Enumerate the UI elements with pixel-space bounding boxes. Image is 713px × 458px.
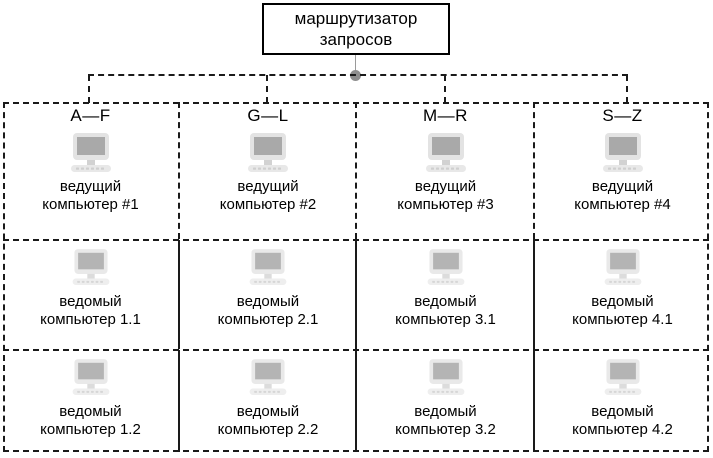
- cluster-cell-master-2: G—L ведущий компьютер #2: [181, 106, 355, 239]
- desktop-computer-icon: [427, 249, 464, 285]
- desktop-computer-icon: [604, 359, 641, 395]
- bus-drop-column-1: [88, 75, 90, 103]
- slave-caption-4-1: ведомый компьютер 4.1: [572, 293, 673, 328]
- cluster-cell-slave-1-1: ведомый компьютер 1.1: [3, 248, 178, 349]
- router-node: маршрутизатор запросов: [262, 3, 450, 55]
- desktop-computer-icon: [425, 133, 466, 172]
- desktop-computer-icon: [604, 249, 641, 285]
- master-caption-3: ведущий компьютер #3: [397, 178, 494, 213]
- cluster-cell-slave-1-2: ведомый компьютер 1.2: [3, 358, 178, 452]
- desktop-computer-icon: [602, 133, 643, 172]
- slave-caption-2-1: ведомый компьютер 2.1: [217, 293, 319, 328]
- col-separator-2-bot: [355, 350, 357, 452]
- desktop-computer-icon: [249, 359, 287, 395]
- master-caption-1: ведущий компьютер #1: [42, 178, 139, 213]
- cluster-cell-slave-4-2: ведомый компьютер 4.2: [536, 358, 709, 452]
- slave-caption-2-2: ведомый компьютер 2.2: [217, 403, 319, 438]
- cluster-cell-slave-3-1: ведомый компьютер 3.1: [358, 248, 533, 349]
- distribution-bus-line: [88, 74, 628, 76]
- col-separator-1-top: [178, 102, 180, 239]
- cluster-cell-slave-2-1: ведомый компьютер 2.1: [181, 248, 355, 349]
- desktop-computer-icon: [70, 133, 111, 172]
- col-separator-1-bot: [178, 350, 180, 452]
- slave-caption-4-2: ведомый компьютер 4.2: [572, 403, 673, 438]
- master-caption-2: ведущий компьютер #2: [219, 178, 317, 213]
- cluster-cell-slave-4-1: ведомый компьютер 4.1: [536, 248, 709, 349]
- desktop-computer-icon: [72, 249, 109, 285]
- cluster-cell-master-3: M—R ведущий компьютер #3: [358, 106, 533, 239]
- desktop-computer-icon: [427, 359, 464, 395]
- cluster-cell-master-4: S—Z ведущий компьютер #4: [536, 106, 709, 239]
- col-separator-2-top: [355, 102, 357, 239]
- bus-drop-column-2: [266, 75, 268, 103]
- bus-drop-column-3: [444, 75, 446, 103]
- col-separator-3-top: [533, 102, 535, 239]
- desktop-computer-icon: [249, 249, 287, 285]
- cluster-cell-master-1: A—F ведущий компьютер #1: [3, 106, 178, 239]
- desktop-computer-icon: [248, 133, 288, 172]
- col-separator-1-mid: [178, 240, 180, 349]
- router-connector-line: [355, 55, 356, 75]
- bus-drop-column-4: [626, 75, 628, 103]
- router-label: маршрутизатор запросов: [294, 9, 418, 49]
- cluster-cell-slave-3-2: ведомый компьютер 3.2: [358, 358, 533, 452]
- cluster-cell-slave-2-2: ведомый компьютер 2.2: [181, 358, 355, 452]
- desktop-computer-icon: [72, 359, 109, 395]
- slave-caption-3-2: ведомый компьютер 3.2: [395, 403, 496, 438]
- col-separator-3-bot: [533, 350, 535, 452]
- col-separator-3-mid: [533, 240, 535, 349]
- range-label-2: G—L: [247, 106, 289, 125]
- slave-caption-1-1: ведомый компьютер 1.1: [40, 293, 141, 328]
- range-label-4: S—Z: [602, 106, 643, 125]
- slave-caption-3-1: ведомый компьютер 3.1: [395, 293, 496, 328]
- slave-caption-1-2: ведомый компьютер 1.2: [40, 403, 141, 438]
- range-label-1: A—F: [70, 106, 111, 125]
- master-caption-4: ведущий компьютер #4: [574, 178, 671, 213]
- col-separator-2-mid: [355, 240, 357, 349]
- range-label-3: M—R: [423, 106, 468, 125]
